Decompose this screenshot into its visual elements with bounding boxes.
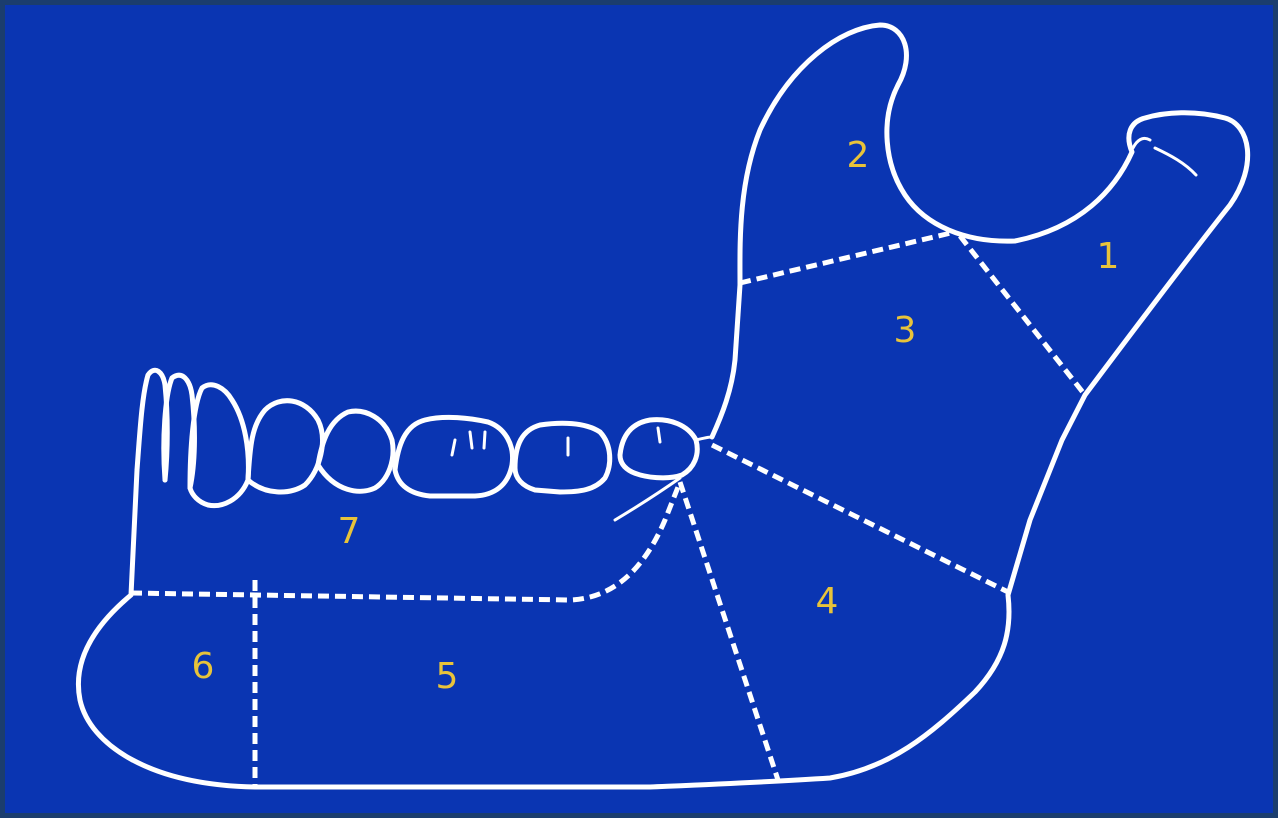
region-boundaries xyxy=(131,232,1085,785)
region-label-1: 1 xyxy=(1097,236,1120,277)
molar-2 xyxy=(515,423,610,492)
condyle-detail xyxy=(1133,138,1150,148)
condyle-head-detail xyxy=(1155,148,1196,175)
region-label-4: 4 xyxy=(816,581,839,622)
boundary-1-3 xyxy=(960,236,1085,395)
boundary-4-5 xyxy=(680,482,778,780)
boundary-2-3 xyxy=(740,232,955,283)
gum-line xyxy=(696,437,712,440)
premolar-2 xyxy=(318,411,393,491)
region-label-6: 6 xyxy=(192,646,215,687)
boundary-5-7 xyxy=(131,482,680,600)
premolar-1 xyxy=(248,401,322,492)
canine xyxy=(190,385,248,506)
region-label-3: 3 xyxy=(894,310,917,351)
molar-1-groove-a xyxy=(452,440,455,455)
teeth-row xyxy=(137,370,712,520)
region-label-5: 5 xyxy=(436,656,459,697)
region-label-2: 2 xyxy=(847,135,870,176)
molar-1-groove-b xyxy=(470,432,485,448)
molar-1 xyxy=(395,417,513,496)
boundary-3-4 xyxy=(712,445,1008,592)
lingual-line xyxy=(615,478,680,520)
molar-3-groove xyxy=(658,428,660,442)
region-labels: 1 2 3 4 5 6 7 xyxy=(192,135,1120,697)
region-label-7: 7 xyxy=(338,511,361,552)
